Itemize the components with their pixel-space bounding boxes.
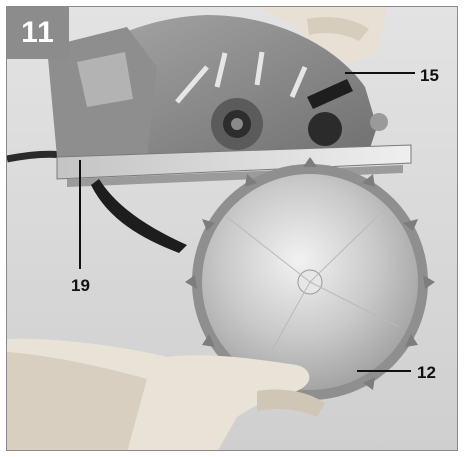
saw-blade-change-photo — [7, 7, 457, 450]
lower-guard — [91, 179, 187, 253]
guard-vanes — [175, 51, 308, 104]
spindle-bolt — [231, 118, 243, 130]
figure-frame: 11 15 19 12 — [6, 6, 458, 451]
callout-15: 15 — [420, 66, 439, 85]
saw-blade — [185, 157, 435, 407]
leader-lines — [79, 72, 415, 372]
lever-knob — [308, 112, 342, 146]
callout-19: 19 — [71, 276, 90, 295]
figure-number-badge: 11 — [7, 7, 69, 59]
upper-hand — [257, 7, 387, 63]
base-plate — [56, 144, 412, 180]
callout-12: 12 — [417, 363, 436, 382]
saw-lever — [307, 79, 353, 109]
